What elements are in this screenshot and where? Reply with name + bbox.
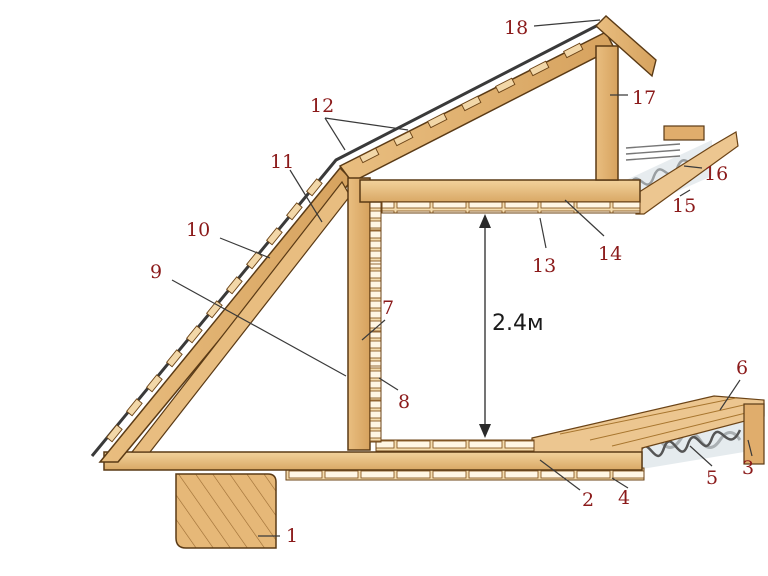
height-label: 2.4м xyxy=(492,311,544,336)
wall-sheathing-seams xyxy=(370,229,381,401)
attic-floor-boards xyxy=(375,439,535,452)
callout-6: 6 xyxy=(736,357,748,379)
leader-lines xyxy=(171,19,753,537)
callout-10: 10 xyxy=(186,219,210,241)
callout-12: 12 xyxy=(310,95,334,117)
callout-4: 4 xyxy=(618,487,630,509)
callout-11: 11 xyxy=(270,151,294,173)
callout-14: 14 xyxy=(598,243,622,265)
ceiling-wires xyxy=(625,143,681,161)
post xyxy=(347,177,371,451)
callout-9: 9 xyxy=(150,261,162,283)
callout-2: 2 xyxy=(582,489,594,511)
ceiling-deck xyxy=(635,131,739,215)
wall-sheathing xyxy=(369,195,382,443)
upper-post xyxy=(595,45,619,181)
callout-3: 3 xyxy=(742,457,754,479)
joist-end xyxy=(743,403,765,465)
floor-deck-seams xyxy=(559,397,759,447)
callout-16: 16 xyxy=(704,163,728,185)
callout-1: 1 xyxy=(286,525,298,547)
rafter xyxy=(98,166,354,463)
callout-17: 17 xyxy=(632,87,656,109)
callout-5: 5 xyxy=(706,467,718,489)
wall-block xyxy=(175,473,277,549)
roof-battens xyxy=(106,42,584,443)
height-dimension xyxy=(479,214,491,438)
ceiling-lining xyxy=(381,201,641,214)
callout-15: 15 xyxy=(672,195,696,217)
ridge xyxy=(594,15,657,78)
strut xyxy=(130,180,351,453)
collar-beam xyxy=(359,179,641,203)
ceiling-joist-end xyxy=(663,125,705,141)
callout-8: 8 xyxy=(398,391,410,413)
callout-18: 18 xyxy=(504,17,528,39)
callout-13: 13 xyxy=(532,255,556,277)
callout-7: 7 xyxy=(382,297,394,319)
floor-beam xyxy=(103,451,643,471)
floor-insulation-wave xyxy=(638,429,742,457)
